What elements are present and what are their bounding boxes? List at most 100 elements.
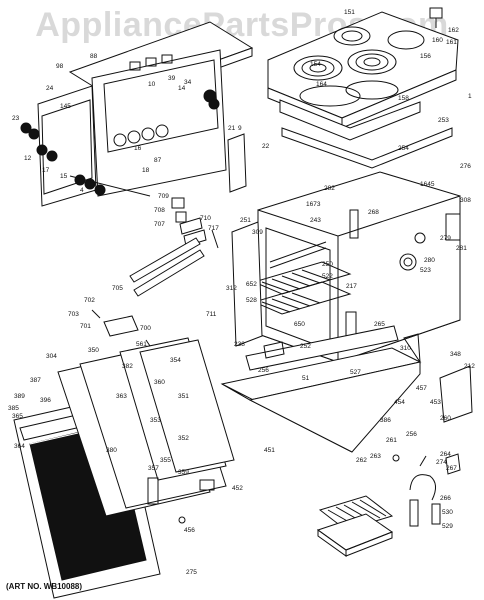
callout-label: 453: [430, 399, 441, 406]
callout-label: 262: [356, 457, 367, 464]
callout-label: 352: [178, 435, 189, 442]
callout-label: 162: [448, 27, 459, 34]
callout-label: 530: [442, 509, 453, 516]
callout-label: 15: [60, 173, 68, 180]
callout-label: 151: [344, 9, 355, 16]
callout-label: 363: [116, 393, 127, 400]
callout-label: 710: [200, 215, 211, 222]
callout-label: 454: [394, 399, 405, 406]
callout-label: 156: [420, 53, 431, 60]
callout-label: 355: [160, 457, 171, 464]
callout-label: 251: [240, 217, 251, 224]
callout-label: 312: [226, 285, 237, 292]
callout-label: 702: [84, 297, 95, 304]
callout-label: 253: [438, 117, 449, 124]
callout-label: 12: [24, 155, 32, 162]
callout-label: 701: [80, 323, 91, 330]
callout-label: 98: [56, 63, 64, 70]
callout-label: 282: [324, 185, 335, 192]
callout-label: 238: [234, 341, 245, 348]
callout-label: 527: [350, 369, 361, 376]
callout-label: 252: [300, 343, 311, 350]
callout-label: 359: [178, 469, 189, 476]
callout-label: 457: [416, 385, 427, 392]
callout-label: 522: [322, 273, 333, 280]
callout-label: 161: [446, 39, 457, 46]
callout-label: 650: [294, 321, 305, 328]
callout-label: 456: [184, 527, 195, 534]
callout-label: 243: [310, 217, 321, 224]
callout-label: 276: [460, 163, 471, 170]
callout-label: 717: [208, 225, 219, 232]
callout-label: 387: [30, 377, 41, 384]
callout-label: 707: [154, 221, 165, 228]
callout-label: 523: [420, 267, 431, 274]
callout-label: 364: [14, 443, 25, 450]
callout-label: 260: [440, 415, 451, 422]
broiler-pan: [316, 495, 394, 557]
callout-label: 23: [12, 115, 20, 122]
callout-label: 9: [238, 125, 242, 132]
callout-label: 703: [68, 311, 79, 318]
callout-label: 256: [258, 367, 269, 374]
callout-label: 250: [322, 261, 333, 268]
callout-label: 386: [380, 417, 391, 424]
callout-label: 711: [206, 311, 217, 318]
callout-label: 158: [398, 95, 409, 102]
callout-label: 452: [232, 485, 243, 492]
callout-label: 353: [150, 417, 161, 424]
callout-label: 354: [170, 357, 181, 364]
callout-label: 451: [264, 447, 275, 454]
callout-label: 145: [60, 103, 71, 110]
callout-label: 529: [442, 523, 453, 530]
callout-label: 365: [12, 413, 23, 420]
callout-label: 14: [178, 85, 186, 92]
callout-label: 154: [310, 61, 321, 68]
callout-label: 360: [154, 379, 165, 386]
callout-label: 281: [456, 245, 467, 252]
callout-label: 268: [368, 209, 379, 216]
callout-label: 21: [228, 125, 236, 132]
callout-label: 261: [386, 437, 397, 444]
small-parts: [91, 197, 219, 337]
callout-label: 87: [154, 157, 162, 164]
callout-label: 705: [112, 285, 123, 292]
callout-label: 16: [134, 145, 142, 152]
callout-label: 561: [136, 341, 147, 348]
callout-label: 10: [148, 81, 156, 88]
callout-label: 275: [186, 569, 197, 576]
callout-label: 348: [450, 351, 461, 358]
cooktop-assembly: [267, 7, 459, 169]
callout-label: 34: [184, 79, 192, 86]
callout-label: 700: [140, 325, 151, 332]
callout-label: 380: [106, 447, 117, 454]
callout-label: 256: [406, 431, 417, 438]
callout-label: 39: [168, 75, 176, 82]
callout-label: 309: [252, 229, 263, 236]
control-panel-assembly: [20, 21, 254, 207]
callout-label: 88: [90, 53, 98, 60]
callout-label: 22: [262, 143, 270, 150]
storage-drawer: [220, 325, 473, 453]
callout-label: 267: [446, 465, 457, 472]
callout-label: 709: [158, 193, 169, 200]
callout-label: 1673: [306, 201, 321, 208]
callout-label: 382: [122, 363, 133, 370]
callout-label: 24: [46, 85, 54, 92]
callout-label: 528: [246, 297, 257, 304]
callout-label: 217: [346, 283, 357, 290]
callout-label: 357: [148, 465, 159, 472]
misc-parts: [392, 453, 461, 527]
callout-label: 18: [142, 167, 150, 174]
callout-label: 308: [460, 197, 471, 204]
oven-door-assembly: [13, 337, 235, 599]
callout-label: 280: [424, 257, 435, 264]
oven-body: [231, 171, 461, 363]
callout-label: 652: [246, 281, 257, 288]
callout-label: 265: [374, 321, 385, 328]
callout-label: 164: [316, 81, 327, 88]
callout-label: 274: [436, 459, 447, 466]
callout-label: 350: [88, 347, 99, 354]
callout-label: 51: [302, 375, 310, 382]
